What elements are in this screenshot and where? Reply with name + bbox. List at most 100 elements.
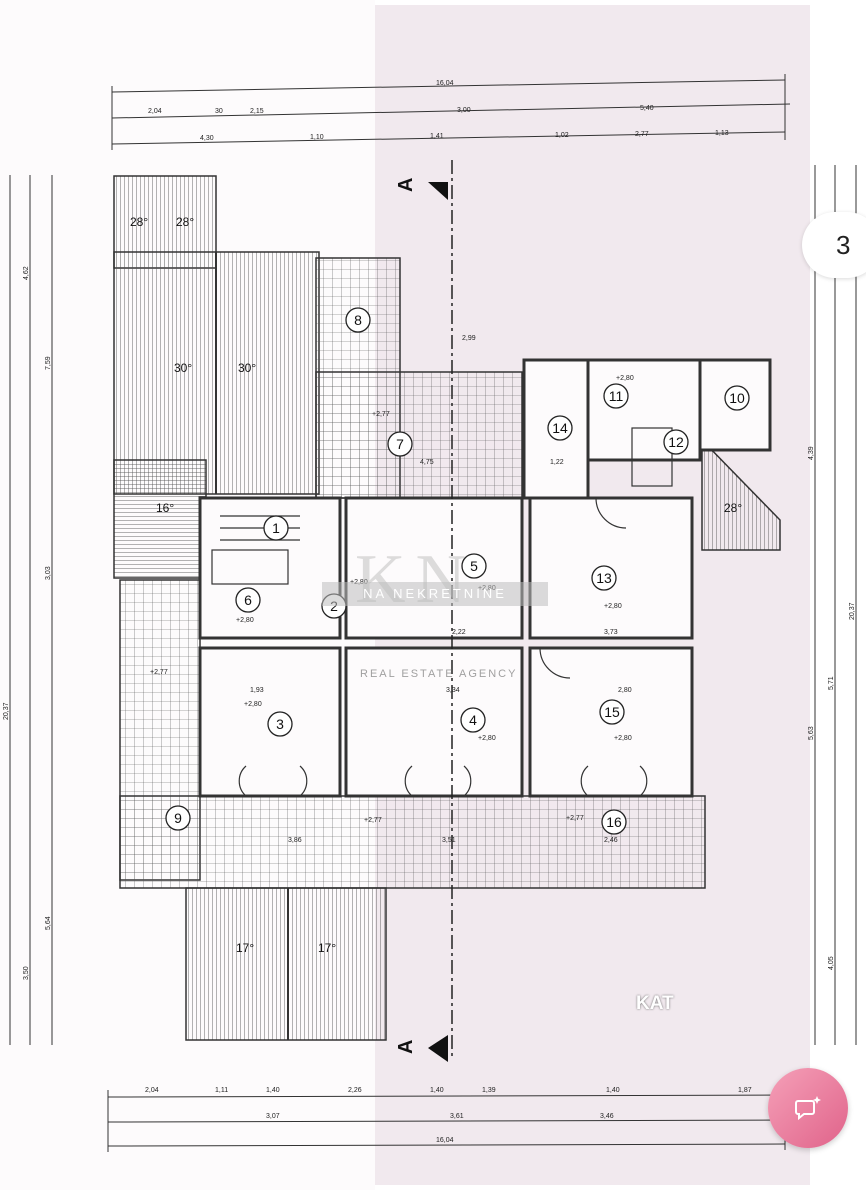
room-8-label: 8 <box>354 312 362 328</box>
bottom-dimension-lines <box>107 1088 786 1152</box>
room-12-label: 12 <box>668 434 684 450</box>
building-walls <box>198 358 772 798</box>
slope-7: 17° <box>236 941 254 955</box>
floor-label: KAT <box>636 993 674 1014</box>
interior-fixtures <box>211 427 673 797</box>
slope-4: 30° <box>238 361 256 375</box>
right-dim-b: 5,71 <box>828 676 835 690</box>
side-dimension-lines <box>9 165 857 1045</box>
chat-button[interactable] <box>768 1068 848 1148</box>
right-dim-a: 4,39 <box>808 446 815 460</box>
slope-1: 28° <box>130 215 148 229</box>
room-5-label: 5 <box>470 558 478 574</box>
svg-text:4,75: 4,75 <box>420 459 434 466</box>
room-3-label: 3 <box>276 716 284 732</box>
svg-text:2,80: 2,80 <box>618 687 632 694</box>
slope-6: 28° <box>724 501 742 515</box>
left-dim-b: 7,59 <box>45 356 52 370</box>
bottom-dim-b: 1,11 <box>215 1087 228 1094</box>
page-indicator-number: 3 <box>836 229 851 260</box>
top-dim-d: 3,00 <box>457 107 471 114</box>
svg-text:+2,77: +2,77 <box>372 411 390 418</box>
svg-text:3,86: 3,86 <box>288 837 302 844</box>
roof-areas <box>113 175 781 1041</box>
bottom-dim-d: 2,26 <box>348 1087 362 1094</box>
right-dim-total: 20,37 <box>849 602 856 620</box>
room-2-label: 2 <box>330 598 338 614</box>
left-dim-a: 4,62 <box>23 266 30 280</box>
svg-text:+2,80: +2,80 <box>244 701 262 708</box>
left-dim-total: 20,37 <box>3 702 10 720</box>
top-dim-j: 2,77 <box>635 131 649 138</box>
svg-text:+2,80: +2,80 <box>604 603 622 610</box>
top-total-dimension: 16,04 <box>436 80 454 87</box>
svg-text:3,34: 3,34 <box>446 687 460 694</box>
bottom-dim-c: 1,40 <box>266 1087 280 1094</box>
bottom-dim-i: 3,07 <box>266 1113 280 1120</box>
top-dim-b: 30 <box>215 108 223 115</box>
watermark-agency-name: NA NEKRETNINE <box>322 582 548 606</box>
room-9-label: 9 <box>174 810 182 826</box>
svg-text:3,73: 3,73 <box>604 629 618 636</box>
top-dim-i: 1,02 <box>555 132 569 139</box>
room-11-label: 11 <box>609 388 624 404</box>
top-dim-k: 1,13 <box>715 130 729 137</box>
tiled-terraces <box>119 257 706 889</box>
bottom-dim-e: 1,40 <box>430 1087 444 1094</box>
top-dim-e: 5,40 <box>640 105 654 112</box>
svg-text:+2,80: +2,80 <box>478 735 496 742</box>
room-15-label: 15 <box>604 704 620 720</box>
left-dim-e: 3,50 <box>23 966 30 980</box>
top-dim-h: 1,41 <box>430 133 444 140</box>
bottom-dim-k: 3,46 <box>600 1113 614 1120</box>
section-arrows <box>428 182 448 1062</box>
svg-text:+2,80: +2,80 <box>616 375 634 382</box>
slope-2: 28° <box>176 215 194 229</box>
section-marker-bottom: A <box>395 1040 417 1054</box>
roof-slope-labels: 28° 28° 30° 30° 16° 28° 17° 17° <box>130 215 742 955</box>
section-marker-top: A <box>395 178 417 192</box>
slope-5: 16° <box>156 501 174 515</box>
svg-text:2,46: 2,46 <box>604 837 618 844</box>
svg-text:+2,80: +2,80 <box>614 735 632 742</box>
right-dim-d: 4,05 <box>828 956 835 970</box>
room-14-label: 14 <box>552 420 568 436</box>
left-dim-d: 5,64 <box>45 916 52 930</box>
top-dim-c: 2,15 <box>250 108 264 115</box>
room-6-label: 6 <box>244 592 252 608</box>
watermark-agency-tagline: REAL ESTATE AGENCY <box>360 668 518 680</box>
slope-3: 30° <box>174 361 192 375</box>
bottom-dim-h: 1,87 <box>738 1087 752 1094</box>
chat-sparkle-icon <box>795 1096 821 1121</box>
room-4-label: 4 <box>469 712 477 728</box>
svg-text:1,22: 1,22 <box>550 459 564 466</box>
top-dim-g: 1,10 <box>310 134 324 141</box>
svg-text:1,93: 1,93 <box>250 687 264 694</box>
bottom-dim-a: 2,04 <box>145 1087 159 1094</box>
bottom-dim-j: 3,61 <box>450 1113 464 1120</box>
room-markers <box>165 307 750 835</box>
room-7-label: 7 <box>396 436 404 452</box>
bottom-dim-f: 1,39 <box>482 1087 496 1094</box>
slope-8: 17° <box>318 941 336 955</box>
room-16-label: 16 <box>606 814 622 830</box>
svg-text:+2,80: +2,80 <box>236 617 254 624</box>
top-dim-a: 2,04 <box>148 108 162 115</box>
room-1-label: 1 <box>272 520 280 536</box>
svg-text:2,22: 2,22 <box>452 629 466 636</box>
bottom-total-dimension: 16,04 <box>436 1137 454 1144</box>
room-13-label: 13 <box>596 570 612 586</box>
svg-text:3,51: 3,51 <box>442 837 456 844</box>
room-10-label: 10 <box>729 390 745 406</box>
left-dim-c: 3,03 <box>45 566 52 580</box>
svg-text:+2,77: +2,77 <box>150 669 168 676</box>
bottom-dim-g: 1,40 <box>606 1087 620 1094</box>
svg-text:+2,77: +2,77 <box>566 815 584 822</box>
right-dim-c: 5,63 <box>808 726 815 740</box>
svg-text:+2,77: +2,77 <box>364 817 382 824</box>
top-dimension-lines <box>111 74 791 150</box>
svg-text:2,99: 2,99 <box>462 335 476 342</box>
watermark-logo: KN <box>355 541 477 618</box>
page-indicator-badge[interactable]: 3 <box>802 212 866 278</box>
